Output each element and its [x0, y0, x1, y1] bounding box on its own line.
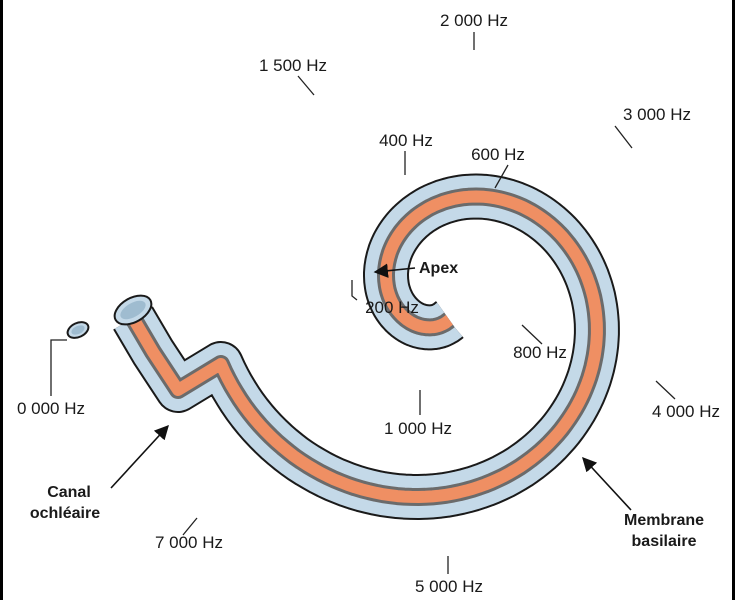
frequency-labels: 2 000 Hz 1 500 Hz 3 000 Hz 400 Hz 600 Hz… — [17, 11, 720, 596]
basilar-membrane-band — [127, 190, 603, 503]
freq-label-1000: 1 000 Hz — [384, 419, 452, 438]
cochlea-spiral — [113, 173, 620, 520]
freq-label-600: 600 Hz — [471, 145, 525, 164]
canal-arrow — [110, 424, 169, 489]
diagram-canvas: 2 000 Hz 1 500 Hz 3 000 Hz 400 Hz 600 Hz… — [3, 0, 732, 600]
freq-label-800: 800 Hz — [513, 343, 567, 362]
leader-4000 — [655, 380, 676, 400]
apex-label: Apex — [419, 260, 458, 277]
membrane-label-line2: basilaire — [632, 533, 697, 550]
leader-800 — [521, 324, 543, 345]
freq-label-7000: 7 000 Hz — [155, 533, 223, 552]
leader-lines — [50, 32, 676, 574]
freq-label-3000: 3 000 Hz — [623, 105, 691, 124]
canal-label-line1: Canal — [47, 484, 91, 501]
freq-label-2000: 2 000 Hz — [440, 11, 508, 30]
leader-7000 — [182, 517, 198, 536]
leader-200 — [351, 280, 358, 301]
leader-3000 — [614, 125, 633, 149]
freq-label-0000: 0 000 Hz — [17, 399, 85, 418]
pointer-arrows — [110, 263, 632, 511]
membrane-label-line1: Membrane — [624, 512, 704, 529]
large-tube-lumen — [120, 300, 146, 320]
freq-label-200: 200 Hz — [365, 298, 419, 317]
leader-1500 — [297, 75, 315, 96]
cochlea-diagram: 2 000 Hz 1 500 Hz 3 000 Hz 400 Hz 600 Hz… — [17, 11, 720, 596]
freq-label-4000: 4 000 Hz — [652, 402, 720, 421]
apex-arrow — [373, 263, 416, 278]
membrane-arrow — [582, 456, 632, 511]
freq-label-400: 400 Hz — [379, 131, 433, 150]
tube-openings — [66, 294, 153, 339]
leader-0000 — [50, 339, 67, 396]
canal-label-line2: ochléaire — [30, 505, 100, 522]
freq-label-1500: 1 500 Hz — [259, 56, 327, 75]
small-tube-lumen — [71, 325, 85, 335]
leader-600 — [494, 164, 509, 189]
freq-label-5000: 5 000 Hz — [415, 577, 483, 596]
structure-labels: Apex Canal ochléaire Membrane basilaire — [30, 260, 704, 550]
